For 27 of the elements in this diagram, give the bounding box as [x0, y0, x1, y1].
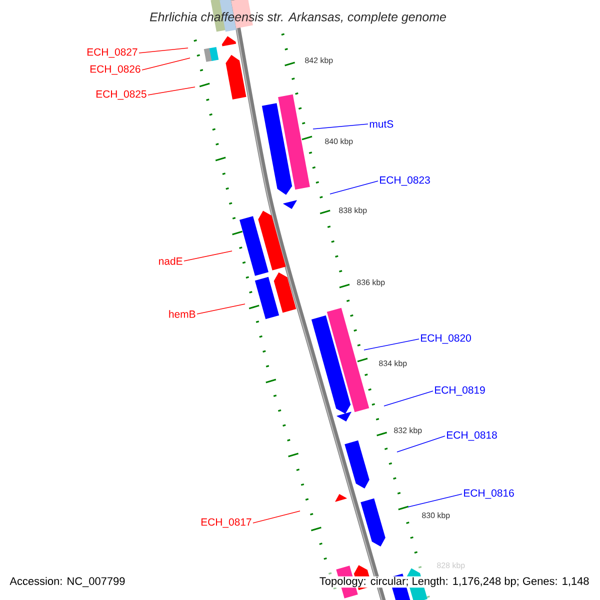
leader-line — [142, 58, 190, 70]
leader-line — [330, 180, 378, 194]
leader-line — [148, 86, 196, 96]
gene-label: ECH_0819 — [435, 386, 485, 396]
gene-label: ECH_0818 — [447, 431, 497, 441]
gene-label: ECH_0827 — [87, 48, 138, 58]
leader-line — [408, 494, 462, 508]
gene-label: ECH_0820 — [421, 334, 471, 344]
footer-text: Accession: NC_007799 — [9, 576, 126, 588]
leader-line — [252, 510, 300, 524]
gene-label: ECH_0825 — [96, 90, 146, 100]
leader-line — [312, 124, 368, 130]
title: Ehrlichia chaffeensis str. Arkansas, complete genome — [150, 12, 446, 24]
gene-label: mutS — [370, 120, 394, 128]
gene-label: ECH_0816 — [464, 489, 514, 499]
leader-line — [384, 390, 434, 406]
leader-line — [138, 48, 188, 54]
leader-line — [396, 436, 446, 452]
gene-label: nadE — [159, 257, 182, 265]
leader-line — [196, 304, 246, 314]
leader-line — [184, 250, 232, 262]
gene-label: hemB — [169, 310, 196, 318]
leader-line — [364, 338, 420, 350]
gene-label: ECH_0817 — [202, 518, 252, 528]
gene-label: ECH_0826 — [90, 65, 140, 75]
gene-label: ECH_0823 — [380, 176, 430, 186]
footer-text: Topology: circular; Length: 1,176,248 bp; Genes: 1,148 — [318, 576, 590, 588]
